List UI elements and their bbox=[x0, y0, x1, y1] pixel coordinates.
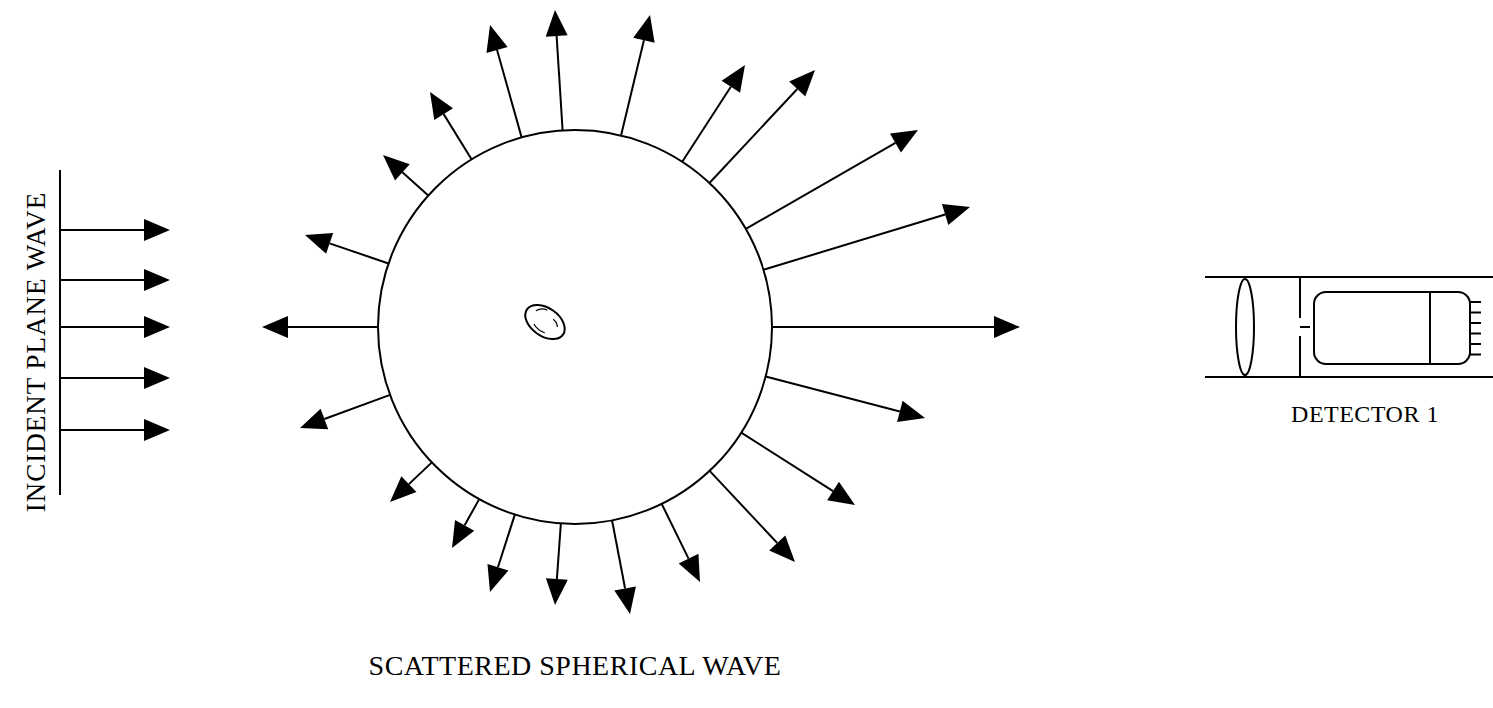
arrow-head bbox=[897, 401, 925, 422]
wave-arrow bbox=[288, 326, 378, 328]
arrow-head bbox=[942, 204, 970, 225]
wave-arrow bbox=[409, 462, 432, 484]
arrow-head bbox=[679, 554, 700, 582]
wave-arrow bbox=[465, 499, 480, 525]
wave-arrow bbox=[763, 215, 945, 270]
wave-arrow bbox=[324, 395, 390, 419]
detector-symbol bbox=[1205, 277, 1493, 377]
arrow-head bbox=[994, 316, 1020, 338]
arrow-head bbox=[722, 65, 745, 93]
arrow-head bbox=[486, 25, 507, 53]
vertical-label: INCIDENT PLANE WAVE bbox=[23, 192, 50, 513]
wave-arrow bbox=[444, 114, 472, 159]
wave-arrow bbox=[60, 326, 144, 328]
arrow-head bbox=[300, 409, 328, 430]
detector-label: DETECTOR 1 bbox=[1291, 402, 1439, 426]
arrow-head bbox=[305, 233, 333, 254]
arrow-head bbox=[769, 536, 795, 562]
wave-arrow bbox=[60, 429, 144, 431]
arrow-head bbox=[452, 520, 474, 548]
wave-arrow bbox=[710, 471, 778, 543]
arrow-head bbox=[890, 130, 918, 152]
wave-arrow bbox=[557, 523, 561, 579]
arrow-head bbox=[144, 316, 170, 338]
wave-arrow bbox=[709, 89, 797, 183]
wave-arrow bbox=[498, 515, 515, 568]
arrow-head bbox=[144, 219, 170, 241]
arrow-head bbox=[390, 476, 416, 502]
arrow-head bbox=[614, 586, 636, 614]
arrow-head bbox=[383, 155, 410, 181]
wave-arrow bbox=[557, 36, 563, 130]
wave-arrow bbox=[621, 40, 644, 135]
figure-label: SCATTERED SPHERICAL WAVE bbox=[369, 652, 782, 680]
arrow-head bbox=[546, 10, 568, 37]
arrow-head bbox=[144, 269, 170, 291]
particle bbox=[519, 298, 571, 346]
incident-arrows bbox=[60, 219, 170, 441]
wave-arrow bbox=[330, 243, 389, 263]
wave-arrow bbox=[60, 377, 144, 379]
wave-arrow bbox=[60, 229, 144, 231]
arrow-head bbox=[546, 578, 568, 605]
arrow-head bbox=[430, 92, 453, 120]
wave-arrow bbox=[497, 50, 522, 137]
wave-arrow bbox=[746, 143, 896, 229]
arrow-head bbox=[789, 70, 815, 97]
label-rule bbox=[59, 170, 61, 495]
wave-arrow bbox=[741, 433, 833, 491]
wave-arrow bbox=[766, 377, 900, 412]
detector-label-box: DETECTOR 1 bbox=[1291, 402, 1439, 426]
arrow-head bbox=[633, 15, 654, 43]
wave-arrow bbox=[612, 520, 625, 588]
wave-arrow bbox=[402, 172, 428, 195]
wave-arrow bbox=[772, 326, 994, 328]
arrow-head bbox=[144, 367, 170, 389]
scattering-sphere bbox=[378, 130, 772, 524]
arrow-head bbox=[487, 564, 508, 592]
arrow-head bbox=[262, 316, 288, 338]
wave-arrow bbox=[662, 504, 689, 559]
scattered-arrows bbox=[262, 10, 1020, 614]
wave-arrow bbox=[60, 279, 144, 281]
wave-arrow bbox=[682, 87, 731, 162]
arrow-head bbox=[827, 482, 855, 505]
arrow-head bbox=[144, 419, 170, 441]
